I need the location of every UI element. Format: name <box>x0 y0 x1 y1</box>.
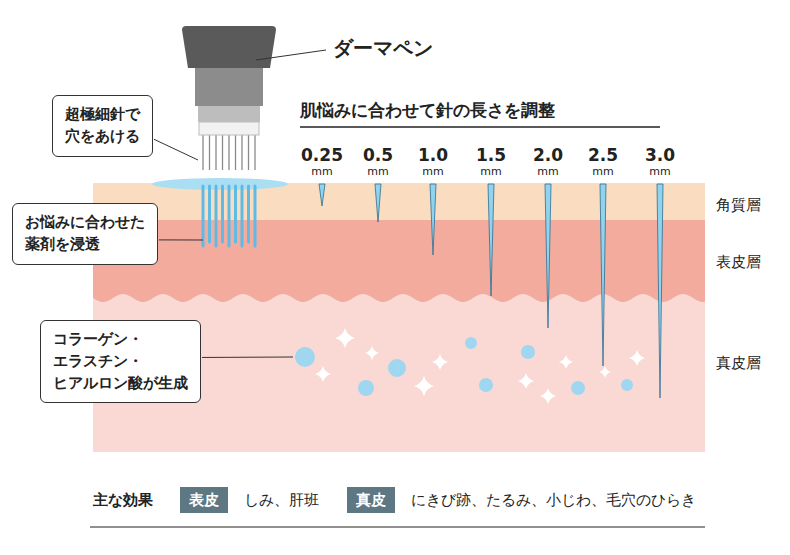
sparkle <box>315 366 331 382</box>
label-text: 角質層 <box>716 196 761 215</box>
label-text: mm <box>592 165 613 178</box>
label-text: 3.0 <box>645 145 675 165</box>
sparkle <box>518 373 534 389</box>
sparkle <box>432 354 448 370</box>
collagen-dot <box>521 345 535 359</box>
needle-channel <box>228 186 231 246</box>
layer-tag: 真皮 <box>347 487 395 513</box>
pen-needle <box>228 135 229 170</box>
leader-line <box>202 357 293 358</box>
pen-needle <box>235 135 236 170</box>
callout-box: コラーゲン・ エラスチン・ ヒアルロン酸が生成 <box>40 320 201 403</box>
label-text: 主な効果 <box>93 491 153 510</box>
pen-needle <box>254 135 255 170</box>
needle-depth <box>488 184 494 296</box>
pen-needle <box>222 135 223 170</box>
needle-depth <box>545 184 551 328</box>
callout-text: お悩みに合わせた 薬剤を浸透 <box>25 212 145 256</box>
leader-line <box>159 239 203 240</box>
label-text: 0.25 <box>301 145 343 165</box>
pen-tip <box>199 122 259 135</box>
label-text: にきび跡、たるみ、小じわ、毛穴のひらき <box>411 491 696 510</box>
needle-channel <box>215 186 218 246</box>
callout-text: 真皮 <box>356 490 386 510</box>
needle-depth <box>657 184 663 398</box>
sparkle <box>540 388 556 404</box>
label-text: mm <box>367 165 388 178</box>
pen-housing <box>182 26 276 68</box>
label-text: mm <box>422 165 443 178</box>
serum-pool <box>152 178 288 190</box>
needle-channel <box>241 186 244 246</box>
collagen-dot <box>465 337 477 349</box>
needle-channel <box>254 186 257 246</box>
sparkle <box>629 350 645 366</box>
sparkle <box>599 366 611 378</box>
label-text: 2.0 <box>533 145 563 165</box>
needle-depth <box>375 184 381 222</box>
footer-rule <box>90 527 705 528</box>
collagen-dot <box>479 378 493 392</box>
collagen-dot <box>621 379 633 391</box>
label-text: しみ、肝班 <box>244 491 319 510</box>
pen-needle <box>209 135 210 170</box>
needle-channel <box>234 186 237 242</box>
label-text: 1.5 <box>476 145 506 165</box>
needle-channel <box>208 186 211 242</box>
heading-underline <box>300 126 660 128</box>
pen-needle <box>241 135 242 170</box>
collagen-dot <box>388 359 406 377</box>
pen-leader <box>256 50 326 60</box>
label-text: 表皮層 <box>716 253 761 272</box>
callout-box: 超極細針で 穴をあける <box>52 95 153 157</box>
label-text: 1.0 <box>418 145 448 165</box>
pen-collar <box>198 106 260 122</box>
label-text: 2.5 <box>588 145 618 165</box>
needle-channel <box>247 186 250 242</box>
epidermis-layer <box>93 220 705 302</box>
layer-tag: 表皮 <box>180 487 228 513</box>
label-text: mm <box>480 165 501 178</box>
collagen-dot <box>295 347 315 367</box>
pen-needle <box>215 135 216 170</box>
sparkle <box>335 328 355 348</box>
leader-line <box>154 139 198 160</box>
label-text: 0.5 <box>363 145 393 165</box>
sparkle <box>414 376 434 396</box>
pen-needle <box>202 135 203 170</box>
label-text: 真皮層 <box>716 354 761 373</box>
label-text: mm <box>649 165 670 178</box>
label-text: mm <box>537 165 558 178</box>
callout-text: 表皮 <box>189 490 219 510</box>
sparkle <box>365 346 379 360</box>
sparkle <box>559 355 573 369</box>
callout-text: 超極細針で 穴をあける <box>65 104 140 148</box>
needle-depth <box>600 184 606 366</box>
callout-box: お悩みに合わせた 薬剤を浸透 <box>12 203 158 265</box>
callout-text: コラーゲン・ エラスチン・ ヒアルロン酸が生成 <box>53 329 188 394</box>
collagen-dot <box>358 380 374 396</box>
collagen-dot <box>571 381 585 395</box>
needle-channel <box>202 186 205 246</box>
pen-needle <box>248 135 249 170</box>
label-text: 肌悩みに合わせて針の長さを調整 <box>300 99 555 122</box>
label-text: mm <box>311 165 332 178</box>
pen-body <box>195 68 263 106</box>
label-text: ダーマペン <box>333 35 433 62</box>
needle-channel <box>221 186 224 242</box>
needle-depth <box>430 184 436 255</box>
needle-depth <box>319 184 325 206</box>
